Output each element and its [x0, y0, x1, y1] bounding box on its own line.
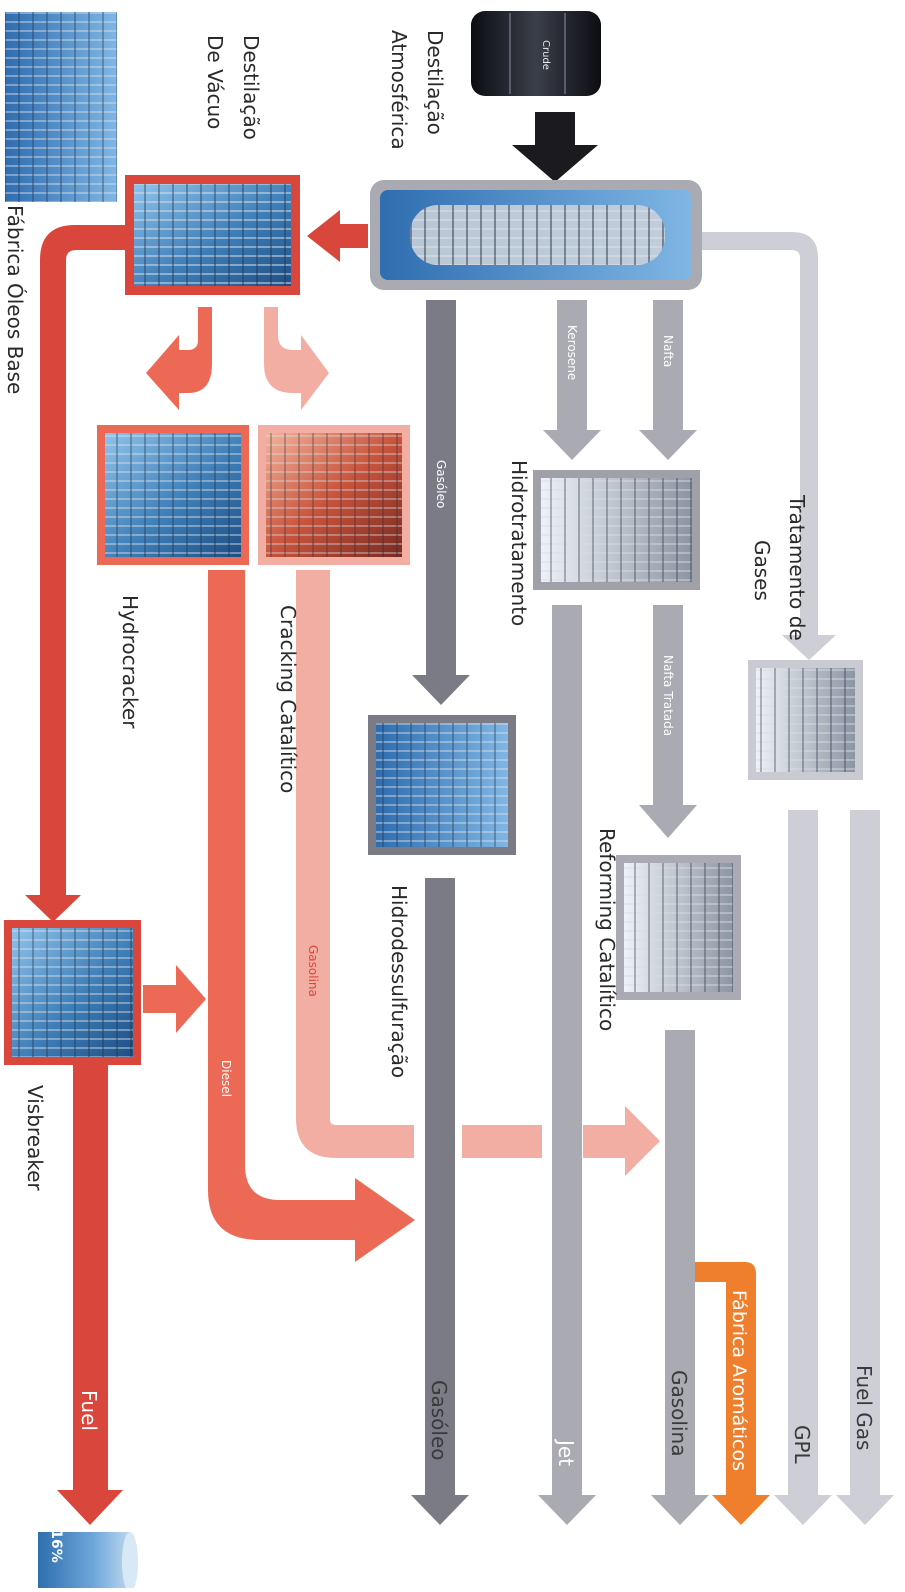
hydrotreating-label: Hidrotratamento — [507, 460, 531, 626]
atmospheric-label-line1: Destilação — [423, 30, 447, 135]
gasolina-stream-head — [583, 1106, 660, 1176]
nafta-tratada-stream-label: Nafta Tratada — [661, 655, 675, 736]
nafta-stream-arrow — [639, 300, 697, 460]
storage-tank: 16% — [38, 1529, 138, 1592]
gasolina-stream-segment — [462, 1125, 542, 1158]
kerosene-stream-arrow — [543, 300, 601, 460]
crude-barrel: Crude — [471, 11, 601, 96]
fuel-gas-product-label: Fuel Gas — [852, 1365, 876, 1450]
catalytic-reforming-unit — [616, 855, 741, 1000]
gpl-product-label: GPL — [790, 1425, 814, 1465]
hydrotreating-unit — [533, 470, 700, 590]
gasolina-stream-arrow — [296, 570, 414, 1158]
vacuum-to-visbreaker-arrow — [25, 225, 125, 922]
vacuum-distillation-unit — [125, 175, 300, 295]
reforming-label: Reforming Catalítico — [595, 828, 619, 1031]
catalytic-cracking-unit — [258, 425, 410, 565]
gasolina-product-arrow — [651, 1030, 709, 1525]
fuel-gas-product-arrow — [836, 810, 894, 1525]
gas-treatment-label-line1: Tratamento de — [785, 494, 809, 641]
vacuum-label-line2: De Vácuo — [203, 35, 227, 129]
diesel-stream-label: Diesel — [219, 1060, 233, 1097]
gasoleo-product-arrow — [411, 878, 469, 1525]
vacuum-to-cracking-arrow — [264, 307, 329, 410]
jet-product-label: Jet — [554, 1438, 578, 1466]
atmospheric-label-line2: Atmosférica — [387, 30, 411, 150]
atmospheric-distillation-unit — [370, 180, 702, 290]
labels: Destilação Atmosférica Destilação De Vác… — [3, 30, 876, 1471]
visbreaker-label: Visbreaker — [23, 1085, 47, 1191]
gpl-product-arrow — [774, 810, 832, 1525]
base-oils-label: Fábrica Óleos Base — [3, 205, 27, 394]
fuel-product-label: Fuel — [77, 1390, 101, 1431]
gas-treatment-label-line2: Gases — [750, 540, 774, 601]
hydrodesulfurization-unit — [368, 715, 516, 855]
fuel-product-arrow — [57, 1060, 123, 1525]
gas-stream-arrow — [702, 232, 836, 660]
hydrocracker-label: Hydrocracker — [118, 595, 142, 729]
flow-arrows — [25, 112, 894, 1525]
aromatics-product-label: Fábrica Aromáticos — [728, 1290, 750, 1471]
visbreaker-unit — [4, 920, 141, 1065]
vacuum-label-line1: Destilação — [239, 35, 263, 140]
jet-product-arrow — [538, 605, 596, 1525]
hydrocracker-unit — [97, 425, 249, 565]
tank-percent: 16% — [48, 1529, 64, 1563]
diesel-stream-arrow — [208, 570, 415, 1262]
gasoleo-stream-label: Gasóleo — [434, 460, 448, 508]
base-oils-photo — [5, 12, 117, 202]
hydrodesulfurization-label: Hidrodessulfuração — [387, 885, 411, 1078]
crude-barrel-label: Crude — [540, 40, 551, 70]
gasolina-stream-label: Gasolina — [306, 945, 320, 997]
catalytic-cracking-label: Cracking Catalítico — [276, 605, 300, 793]
nafta-tratada-arrow — [639, 605, 697, 838]
vacuum-to-hydrocracker-arrow — [146, 307, 212, 410]
gasoleo-product-label: Gasóleo — [427, 1380, 451, 1461]
nafta-stream-label: Nafta — [661, 335, 675, 367]
atm-to-vacuum-arrow — [307, 210, 368, 262]
gasoleo-stream-arrow — [412, 300, 470, 705]
aromatics-product-arrow — [694, 1262, 770, 1525]
gas-treatment-unit — [748, 660, 863, 780]
gasolina-product-label: Gasolina — [667, 1370, 691, 1456]
kerosene-stream-label: Kerosene — [565, 325, 579, 380]
crude-inlet-arrow — [512, 112, 598, 182]
visbreaker-side-arrow — [143, 965, 206, 1033]
